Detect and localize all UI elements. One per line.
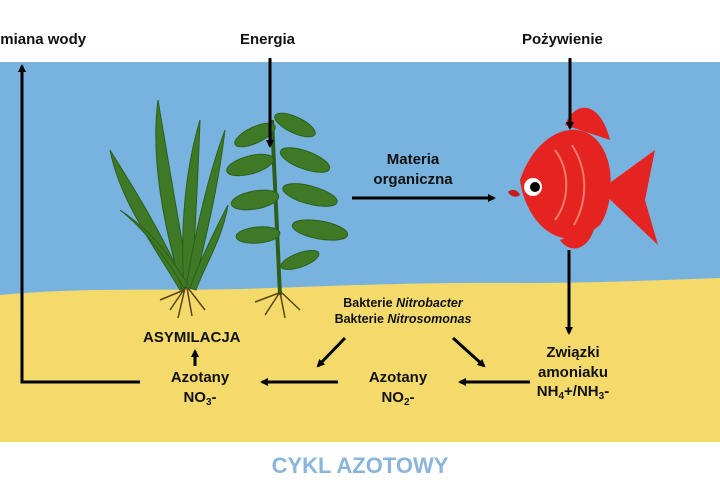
- fish: [508, 107, 658, 249]
- seaweed-plant: [109, 99, 229, 291]
- diagram-title: CYKL AZOTOWY: [271, 453, 449, 478]
- energy-label: Energia: [240, 31, 296, 48]
- sand-area: [0, 278, 720, 442]
- leafy-plant: [226, 112, 349, 296]
- water-change-arrow: [18, 64, 140, 384]
- nitrates-label: Azotany NO3-: [170, 369, 230, 408]
- bacteria-to-nitrate-arrow: [316, 336, 347, 368]
- assimilation-label: ASYMILACJA: [143, 329, 241, 346]
- leafy-roots: [254, 291, 301, 319]
- bacteria-to-nitrite-arrow: [451, 336, 486, 368]
- bacteria-label: Bakterie Nitrobacter Bakterie Nitrosomon…: [334, 296, 472, 327]
- organic-matter-label: Materia organiczna: [373, 151, 453, 188]
- food-label: Pożywienie: [522, 31, 603, 48]
- arrows: [18, 58, 574, 386]
- water-change-label: Wymiana wody: [0, 31, 87, 48]
- nitrites-label: Azotany NO2-: [368, 369, 428, 408]
- seaweed-roots: [159, 287, 206, 319]
- ammonia-label: Związki amoniaku NH4+/NH3-: [536, 344, 610, 402]
